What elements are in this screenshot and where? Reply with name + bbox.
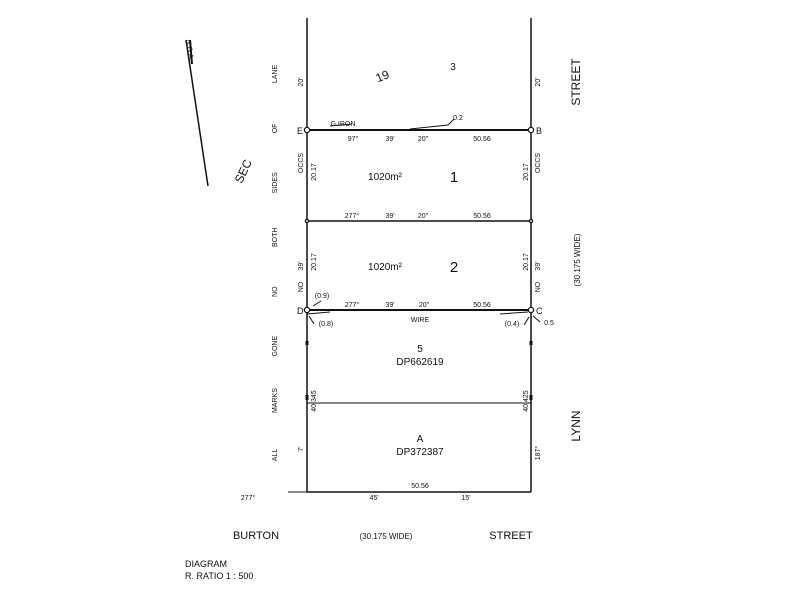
dim-left-2017-lot1: 20.17 xyxy=(311,163,318,181)
parcel-boundaries xyxy=(288,18,541,493)
lynn-street-label: LYNN xyxy=(569,410,583,441)
corner-pegs xyxy=(303,126,535,314)
giron-label: G.IRON xyxy=(331,121,356,128)
dim-left-no: NO xyxy=(298,281,305,292)
dim-south-min: 15' xyxy=(461,495,470,502)
dim-eb-min: 39' xyxy=(385,136,394,143)
left-note-2: GONE xyxy=(272,336,279,357)
left-note-7: LANE xyxy=(272,65,279,84)
left-note-0: ALL xyxy=(272,449,279,462)
street-right-width: (30.175 WIDE) xyxy=(573,233,582,286)
dim-left-2017-lot2: 20.17 xyxy=(311,253,318,271)
dim-mid-bearing: 277° xyxy=(345,212,360,220)
dim-eb-bearing: 97° xyxy=(348,135,359,143)
street-right-label: STREET xyxy=(569,58,583,106)
dim-eb-sec: 20" xyxy=(418,136,429,143)
lot-a-dp: DP372387 xyxy=(396,447,444,458)
street-bottom-label: STREET xyxy=(489,530,533,542)
left-lane-notes: ALL MARKS GONE NO BOTH SIDES OF LANE xyxy=(272,65,279,462)
wire-label: WIRE xyxy=(411,317,430,324)
peg-d xyxy=(303,306,311,314)
dim-left-occs: OCCS xyxy=(298,153,305,174)
dim-left-40345: 40.345 xyxy=(311,390,318,412)
north-arrow: N.G.A. xyxy=(184,39,209,187)
peg-mid-right xyxy=(528,218,534,224)
corner-d-label: D xyxy=(297,306,304,316)
dim-eb-length: 50.56 xyxy=(473,136,491,143)
dim-left-7: 7' xyxy=(298,446,305,451)
diagram-caption: DIAGRAM xyxy=(185,559,227,569)
dim-south-deg: 45' xyxy=(369,495,378,502)
left-note-3: NO xyxy=(272,286,279,297)
dim-south-bearing: 277° xyxy=(241,494,256,502)
peg-e xyxy=(303,126,311,134)
offset-0-8: (0.8) xyxy=(319,321,333,328)
dim-right-39: 39' xyxy=(535,261,542,270)
lot-19-label: 19 xyxy=(374,67,392,85)
dim-right-no: NO xyxy=(535,281,542,292)
dim-dc-length: 50.56 xyxy=(473,302,491,309)
lot-3-label: 3 xyxy=(450,62,456,73)
offset-0-9: (0.9) xyxy=(315,293,329,300)
dim-dc-bearing: 277° xyxy=(345,301,360,309)
dim-left-20-top: 20' xyxy=(298,77,305,86)
lot-a-label: A xyxy=(417,434,424,445)
dim-left-39: 39' xyxy=(298,261,305,270)
corner-b-label: B xyxy=(536,126,542,136)
offset-0-2: 0.2 xyxy=(453,115,463,122)
peg-b xyxy=(527,126,535,134)
lot-2-label: 2 xyxy=(450,259,458,276)
corner-e-label: E xyxy=(297,126,303,136)
left-note-4: BOTH xyxy=(272,228,279,247)
dim-right-2017-lot1: 20.17 xyxy=(523,163,530,181)
sec-label: SEC xyxy=(232,157,255,186)
lot-5-label: 5 xyxy=(417,344,423,355)
corner-c-label: C xyxy=(536,306,543,316)
dim-dc-min: 39' xyxy=(385,302,394,309)
lot-2-area: 1020m² xyxy=(368,262,403,273)
lot-1-label: 1 xyxy=(450,169,458,186)
dim-right-40425: 40.425 xyxy=(523,390,530,412)
lot-1-area: 1020m² xyxy=(368,172,403,183)
dim-right-20-top: 20' xyxy=(535,77,542,86)
lot-5-dp: DP662619 xyxy=(396,357,444,368)
left-note-5: SIDES xyxy=(272,172,279,193)
left-note-6: OF xyxy=(272,124,279,134)
dim-mid-min: 39' xyxy=(385,213,394,220)
dim-mid-length: 50.56 xyxy=(473,213,491,220)
north-arrow-label: N.G.A. xyxy=(184,39,194,61)
ratio-caption: R. RATIO 1 : 500 xyxy=(185,571,253,581)
burton-street-label: BURTON xyxy=(233,530,279,542)
peg-c xyxy=(527,306,535,314)
burton-street-width: (30.175 WIDE) xyxy=(360,532,413,541)
left-note-1: MARKS xyxy=(272,388,279,413)
peg-mid-left xyxy=(304,218,310,224)
dim-right-occs: OCCS xyxy=(535,153,542,174)
dim-mid-sec: 20" xyxy=(418,213,429,220)
dim-south-length: 50.56 xyxy=(411,483,429,490)
dim-dc-sec: 20" xyxy=(419,302,430,309)
offset-0-4: (0.4) xyxy=(505,321,519,328)
dim-right-187: 187° xyxy=(534,446,542,461)
dim-right-2017-lot2: 20.17 xyxy=(523,253,530,271)
offset-0-5: 0.5 xyxy=(544,320,554,327)
